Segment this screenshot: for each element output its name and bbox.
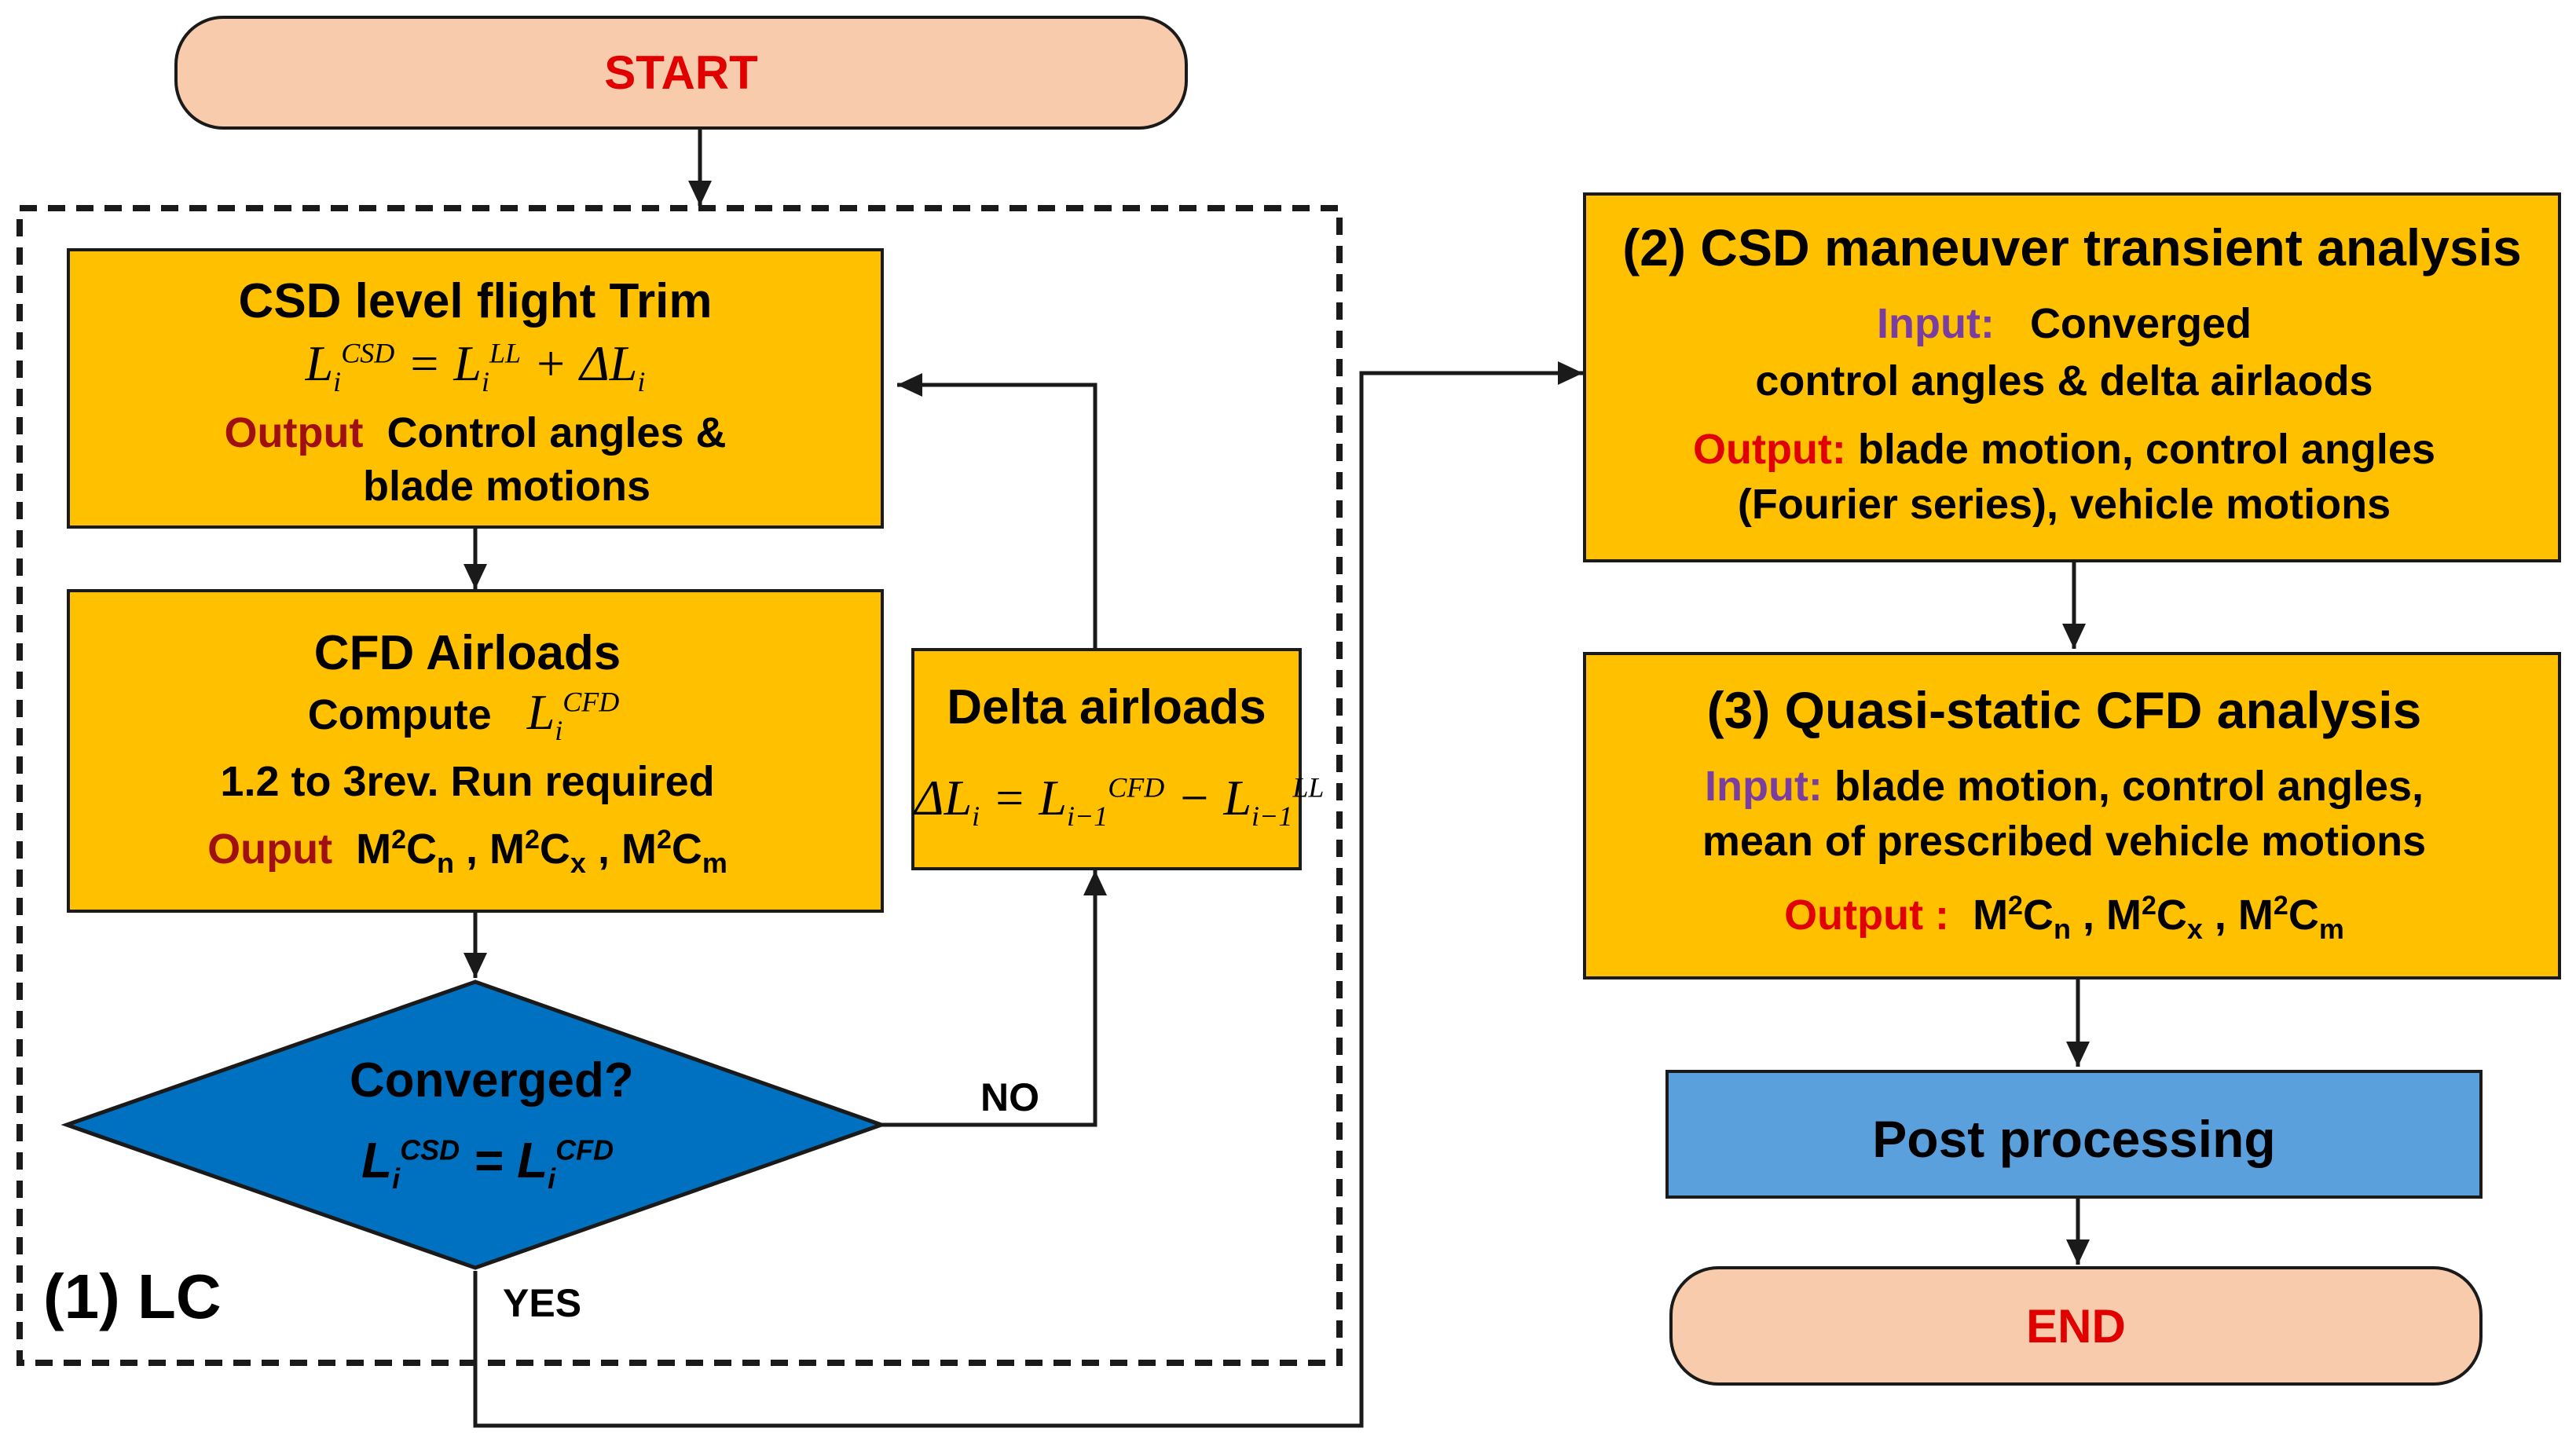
csd-trim-title: CSD level flight Trim (238, 274, 713, 328)
lc-loop-boundary (16, 205, 1343, 1366)
start-label: START (604, 46, 758, 99)
csd-input-key: Input: (1876, 300, 1995, 347)
csd-input-line2: control angles & delta airlaods (1755, 357, 2373, 405)
post-processing-label: Post processing (1872, 1110, 2276, 1168)
delta-airloads-title: Delta airloads (947, 680, 1266, 734)
cfd-compute-symbol: LiCFD (526, 684, 620, 746)
csd-output-line1: Output: blade motion, control angles (1570, 425, 2558, 474)
cfd-compute-line: Compute LiCFD (46, 683, 881, 747)
cfd-output-key: Ouput (207, 826, 333, 873)
converged-title: Converged? (350, 1053, 634, 1108)
cfd-output-line: Ouput M2Cn , M2Cx , M2Cm (54, 825, 881, 880)
quasi-input-key: Input: (1704, 763, 1823, 810)
lc-loop-label: (1) LC (43, 1261, 222, 1331)
cfd-airloads-title: CFD Airloads (313, 626, 621, 680)
post-processing-box: Post processing (1665, 1070, 2483, 1199)
delta-airloads-equation: ΔLi = Li−1CFD − Li−1LL (914, 770, 1325, 832)
csd-maneuver-title: (2) CSD maneuver transient analysis (1622, 218, 2522, 276)
arrow-yes-to-csd (473, 361, 1583, 1428)
csd-trim-output-line1: Output Control angles & (70, 408, 881, 457)
csd-output-text1: blade motion, control angles (1857, 426, 2435, 473)
csd-trim-output-key: Output (224, 409, 364, 456)
csd-trim-output-line2: blade motions (362, 463, 651, 510)
arrow-delta-to-trim (897, 373, 1097, 648)
csd-input-text1: Converged (2029, 300, 2252, 347)
yes-branch-label: YES (503, 1281, 582, 1325)
csd-trim-equation: LiCSD = LiLL + ΔLi (305, 335, 646, 397)
cfd-airloads-box: CFD Airloads Compute LiCFD 1.2 to 3rev. … (67, 589, 884, 913)
cfd-run-line: 1.2 to 3rev. Run required (220, 758, 715, 805)
end-label: END (2026, 1299, 2126, 1353)
cfd-compute-label: Compute (307, 691, 492, 738)
csd-input-line1: Input: Converged (1570, 299, 2558, 348)
quasi-input-line2: mean of prescribed vehicle motions (1702, 818, 2427, 865)
converged-diamond (60, 979, 888, 1270)
end-terminal: END (1669, 1266, 2483, 1386)
no-branch-label: NO (980, 1075, 1039, 1119)
csd-maneuver-box: (2) CSD maneuver transient analysis Inpu… (1583, 192, 2561, 562)
csd-trim-box: CSD level flight Trim LiCSD = LiLL + ΔLi… (67, 248, 884, 529)
quasi-input-line1: Input: blade motion, control angles, (1570, 762, 2558, 811)
quasi-output-line: Output : M2Cn , M2Cx , M2Cm (1570, 891, 2558, 946)
start-terminal: START (174, 16, 1188, 130)
quasi-output-coefficients: M2Cn , M2Cx , M2Cm (1973, 891, 2344, 945)
quasi-input-text1: blade motion, control angles, (1834, 763, 2424, 810)
quasi-static-title: (3) Quasi-static CFD analysis (1706, 681, 2422, 739)
csd-output-line2: (Fourier series), vehicle motions (1737, 481, 2391, 528)
csd-trim-output-text1: Control angles & (387, 409, 727, 456)
csd-output-key: Output: (1693, 426, 1846, 473)
quasi-static-box: (3) Quasi-static CFD analysis Input: bla… (1583, 652, 2561, 979)
arrow-no-to-delta (881, 870, 1107, 1127)
converged-equation: LiCSD = LiCFD (361, 1132, 614, 1195)
delta-airloads-box: Delta airloads ΔLi = Li−1CFD − Li−1LL (911, 648, 1325, 870)
cfd-output-coefficients: M2Cn , M2Cx , M2Cm (356, 825, 727, 879)
quasi-output-key: Output : (1784, 892, 1950, 939)
